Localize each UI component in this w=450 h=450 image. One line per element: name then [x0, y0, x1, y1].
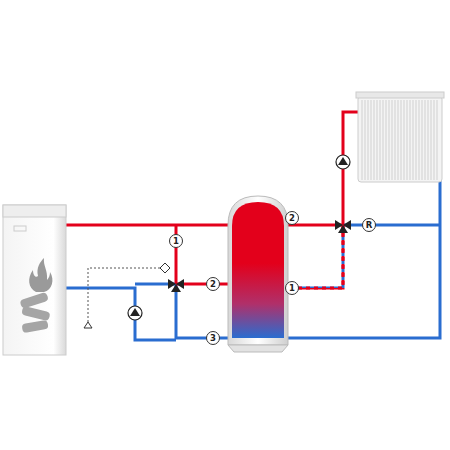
radiator — [356, 92, 444, 182]
radiator-fin — [377, 100, 378, 180]
radiator-fin — [398, 100, 399, 180]
boiler-panel — [14, 226, 26, 231]
radiator-fin — [374, 100, 375, 180]
radiator-fin — [422, 100, 423, 180]
radiator-fin — [362, 100, 363, 180]
radiator-fin — [368, 100, 369, 180]
callout-circle — [207, 332, 220, 345]
mixed-pipe — [284, 225, 343, 288]
valve-actuator — [160, 263, 170, 273]
radiator-top — [356, 92, 444, 98]
callout-circle — [170, 235, 183, 248]
tank-water — [232, 202, 284, 338]
buffer-tank — [228, 196, 288, 352]
radiator-fin — [386, 100, 387, 180]
callout-number: 1 — [169, 234, 183, 248]
radiator-body — [358, 96, 442, 182]
tank-base — [228, 345, 288, 352]
log-icon — [22, 320, 49, 333]
callout-number: 2 — [285, 211, 299, 225]
callout-circle — [286, 282, 299, 295]
radiator-fin — [425, 100, 426, 180]
radiator-fin — [407, 100, 408, 180]
radiator-fin — [389, 100, 390, 180]
mixing-return-pipe — [343, 224, 440, 227]
callout-number: 1 — [285, 281, 299, 295]
radiator-fin — [434, 100, 435, 180]
callout-number: 2 — [206, 277, 220, 291]
pump — [336, 155, 350, 169]
tank-charge-pipe — [176, 283, 232, 286]
radiator-fin — [428, 100, 429, 180]
radiator-fin — [437, 100, 438, 180]
boiler-flow-pipe — [66, 224, 232, 227]
radiator-fin — [404, 100, 405, 180]
radiator-fin — [371, 100, 372, 180]
three-way-valve — [168, 279, 184, 292]
radiator-return-pipe — [284, 176, 440, 338]
radiator-fin — [380, 100, 381, 180]
boiler-top — [3, 205, 66, 217]
three-way-valve — [335, 220, 351, 233]
boiler-return-pipe — [66, 288, 176, 340]
callout-circle — [363, 219, 376, 232]
control-line — [88, 268, 160, 322]
radiator-fin — [410, 100, 411, 180]
radiator-fin — [413, 100, 414, 180]
flame-icon — [29, 258, 52, 292]
radiator-fin — [401, 100, 402, 180]
boiler-body — [3, 205, 66, 355]
mixed-pipe-dash — [284, 225, 343, 288]
heating-flow-pipe — [284, 112, 362, 225]
callout-number: 3 — [206, 331, 220, 345]
radiator-fin — [419, 100, 420, 180]
radiator-fin — [392, 100, 393, 180]
radiator-fin — [431, 100, 432, 180]
log-icon — [21, 306, 50, 322]
callout-number: R — [362, 218, 376, 232]
radiator-fin — [395, 100, 396, 180]
radiator-fin — [383, 100, 384, 180]
pump — [128, 306, 142, 320]
radiator-fin — [365, 100, 366, 180]
callout-circle — [207, 278, 220, 291]
bypass-flow-pipe — [175, 225, 178, 284]
temperature-sensor — [84, 322, 92, 328]
tank-return-pipe — [176, 284, 232, 338]
tank-insulation — [228, 196, 288, 345]
flow-pipes — [66, 112, 362, 284]
radiator-fin — [416, 100, 417, 180]
callout-circle — [286, 212, 299, 225]
log-icon — [19, 292, 48, 309]
boiler — [3, 205, 66, 355]
